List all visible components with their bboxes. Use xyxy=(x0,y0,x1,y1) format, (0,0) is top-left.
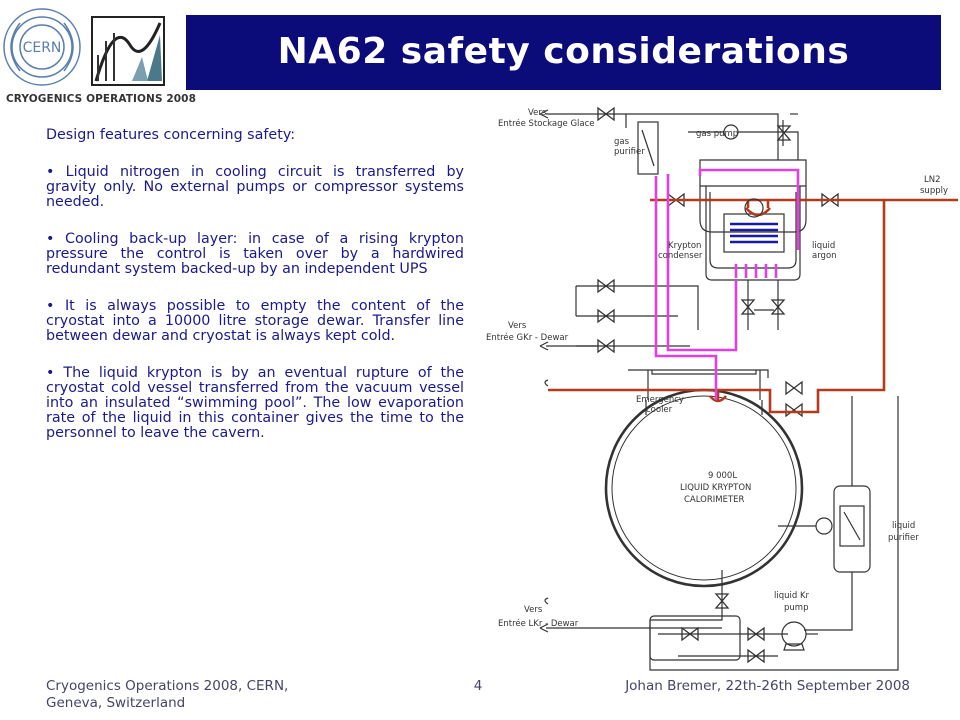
valve-icon xyxy=(681,626,699,642)
valve-icon xyxy=(785,380,803,396)
condenser-head-icon xyxy=(744,198,764,218)
cryostat-process-diagram: Vers Entrée Stockage Glace gas purifier … xyxy=(486,106,958,671)
cern-logo-icon xyxy=(3,8,81,86)
krypton-line xyxy=(654,168,800,400)
page-number: 4 xyxy=(473,678,483,694)
label-gas-pump: gas pump xyxy=(696,129,738,139)
valve-icon xyxy=(714,593,730,609)
diagram-piping xyxy=(539,109,918,671)
bullet-item: The liquid krypton is by an eventual rup… xyxy=(46,366,464,441)
label-purifier: purifier xyxy=(614,147,645,157)
logo-caption: CRYOGENICS OPERATIONS 2008 xyxy=(6,93,196,105)
label-argon: argon xyxy=(812,251,837,261)
valve-icon xyxy=(776,125,792,141)
label-liquid: liquid xyxy=(892,521,915,531)
label-krypton: Krypton xyxy=(668,241,701,251)
argon-coil xyxy=(730,222,778,244)
label-gas: gas xyxy=(614,137,630,147)
label-lkr-dewar: Entrée LKr - Dewar xyxy=(498,618,579,629)
label-vers: Vers xyxy=(528,108,547,118)
label-supply: supply xyxy=(920,186,948,196)
bullet-item: Cooling back-up layer: in case of a risi… xyxy=(46,232,464,277)
slide-title: NA62 safety considerations xyxy=(277,31,850,72)
label-volume: 9 000L xyxy=(708,471,737,481)
cryogenics-operations-logo: CERN CRYOGENICS OPERATIONS 2008 xyxy=(2,5,196,105)
diagram-labels: Vers Entrée Stockage Glace gas purifier … xyxy=(486,108,948,629)
label-liquid-krypton: LIQUID KRYPTON xyxy=(680,483,751,493)
label-condenser: condenser xyxy=(658,251,703,261)
label-liquid: liquid xyxy=(812,241,835,251)
footer-line-2: Geneva, Switzerland xyxy=(46,695,186,711)
valve-icon xyxy=(740,299,756,315)
valve-icon xyxy=(597,338,615,354)
label-storage: Entrée Stockage Glace xyxy=(498,118,595,129)
intro-text: Design features concerning safety: xyxy=(46,127,296,143)
label-calorimeter: CALORIMETER xyxy=(684,495,745,505)
safety-text-block: Design features concerning safety: Liqui… xyxy=(46,128,464,463)
label-liquid-kr: liquid Kr xyxy=(774,591,810,601)
valve-icon xyxy=(747,626,765,642)
valve-icon xyxy=(597,278,615,294)
label-pump: pump xyxy=(784,603,808,613)
footer-conference: Cryogenics Operations 2008, CERN, Geneva… xyxy=(46,678,346,712)
valve-icon xyxy=(785,402,803,418)
bullet-item: Liquid nitrogen in cooling circuit is tr… xyxy=(46,165,464,210)
footer-line-1: Cryogenics Operations 2008, CERN, xyxy=(46,678,289,694)
label-gkr-dewar: Entrée GKr - Dewar xyxy=(486,332,569,343)
valve-icon xyxy=(747,648,765,664)
label-vers: Vers xyxy=(524,605,543,615)
label-purifier: purifier xyxy=(888,533,919,543)
label-cooler: cooler xyxy=(646,405,673,415)
valve-icon xyxy=(770,299,786,315)
cern-logo-text: CERN xyxy=(23,40,62,56)
valve-icon xyxy=(821,192,839,208)
label-ln2: LN2 xyxy=(924,175,941,185)
logo-graphic: CERN xyxy=(3,8,165,86)
bullet-item: It is always possible to empty the conte… xyxy=(46,299,464,344)
ln2-line xyxy=(548,198,958,414)
footer-author-date: Johan Bremer, 22th-26th September 2008 xyxy=(625,678,910,694)
label-emergency: Emergency xyxy=(636,395,684,405)
cryogenics-emblem-icon xyxy=(91,16,165,86)
valve-icon xyxy=(597,308,615,324)
title-bar: NA62 safety considerations xyxy=(186,15,941,90)
label-vers: Vers xyxy=(508,321,527,331)
valve-icon xyxy=(597,106,615,122)
